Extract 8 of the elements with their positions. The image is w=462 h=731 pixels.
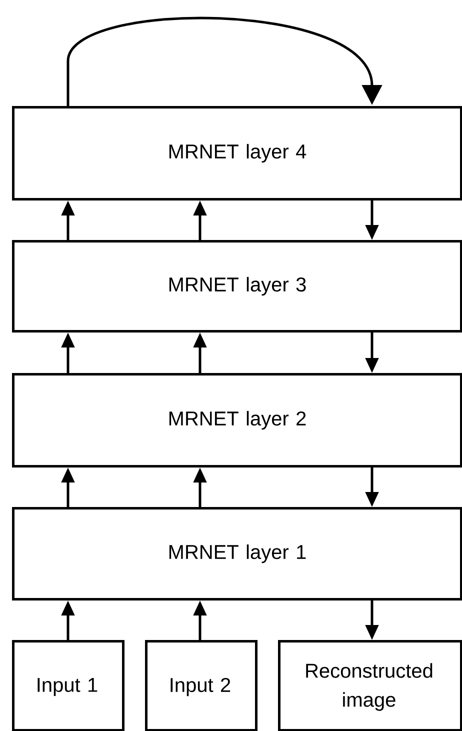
layer-box: MRNET layer 3 — [12, 240, 462, 332]
loop-arrow — [66, 17, 382, 106]
input-box: Input 1 — [12, 640, 124, 731]
output-box: Reconstructed image — [278, 640, 462, 731]
layer-box: MRNET layer 2 — [12, 373, 462, 468]
input-box: Input 2 — [145, 640, 258, 731]
layer-box: MRNET layer 4 — [12, 106, 462, 200]
layer-box: MRNET layer 1 — [12, 507, 462, 600]
